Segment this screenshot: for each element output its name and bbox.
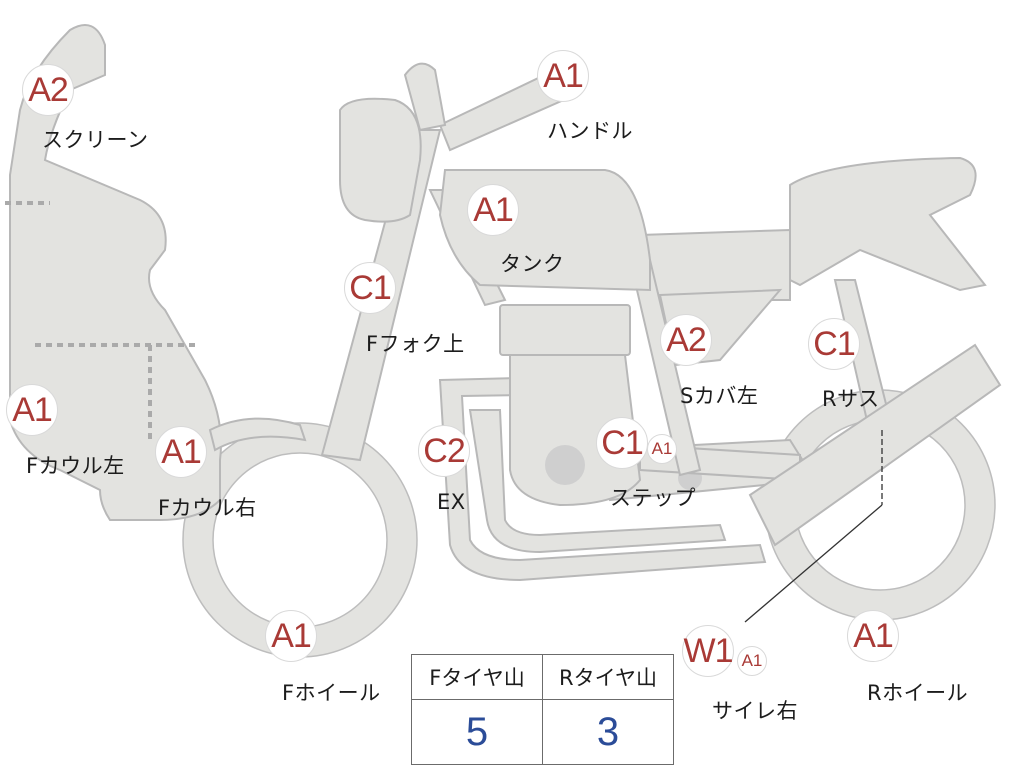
rear-suspension-grade-badge: C1 [808, 318, 860, 370]
cowl-right-label: Fカウル右 [158, 496, 257, 520]
tank-grade-badge: A1 [467, 184, 519, 236]
exhaust-shape [438, 376, 767, 582]
step-label: ステップ [610, 486, 696, 510]
front-wheel-grade-badge: A1 [265, 610, 317, 662]
fairing-shape [9, 24, 222, 521]
silencer-right-label: サイレ右 [712, 699, 798, 723]
cowl-right-grade-badge: A1 [155, 426, 207, 478]
rear-wheel-label: Rホイール [867, 681, 969, 705]
seat-shape [789, 156, 987, 292]
screen-grade-badge: A2 [22, 64, 74, 116]
tire-tread-table: Fタイヤ山 Rタイヤ山 5 3 [411, 654, 674, 765]
tank-label: タンク [500, 252, 565, 276]
rear-wheel-grade-badge: A1 [847, 610, 899, 662]
fork-upper-grade-badge: C1 [344, 262, 396, 314]
silencer-right-sub-grade-badge: A1 [737, 646, 767, 676]
rear-tire-tread-header: Rタイヤ山 [542, 654, 674, 700]
cowl-left-label: Fカウル左 [26, 454, 125, 478]
front-tire-tread-value: 5 [411, 699, 543, 765]
front-wheel-label: Fホイール [282, 681, 381, 705]
side-cover-left-label: Sカバ左 [680, 384, 759, 408]
handle-label: ハンドル [547, 119, 633, 143]
step-grade-badge: C1 [596, 417, 648, 469]
cowl-left-grade-badge: A1 [6, 384, 58, 436]
engine-shape [499, 304, 631, 356]
silencer-shape [748, 343, 1002, 547]
exhaust-label: EX [437, 490, 466, 514]
rear-tire-tread-value: 3 [542, 699, 674, 765]
silencer-right-grade-badge: W1 [682, 625, 734, 677]
step-sub-grade-badge: A1 [647, 434, 677, 464]
side-cover-left-grade-badge: A2 [660, 314, 712, 366]
front-tire-tread-header: Fタイヤ山 [411, 654, 543, 700]
screen-label: スクリーン [42, 128, 149, 152]
handle-grade-badge: A1 [537, 50, 589, 102]
exhaust-grade-badge: C2 [418, 425, 470, 477]
rear-suspension-label: Rサス [822, 387, 880, 411]
fork-upper-label: Fフォク上 [366, 332, 465, 356]
